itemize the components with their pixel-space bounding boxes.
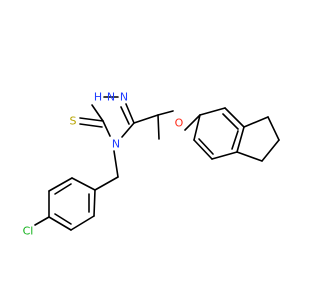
bond-ar-cl: [34, 216, 50, 226]
bond-ind6: [199, 107, 226, 116]
atom-n-ring-label: N: [120, 91, 128, 104]
bond-ind-inner2: [222, 113, 239, 130]
bond-cp4: [243, 116, 269, 128]
atom-h-label: H: [94, 91, 102, 104]
bond-cp3: [267, 116, 280, 141]
bond-c3-s-double: [79, 123, 103, 128]
bond-ar5: [48, 177, 73, 192]
atom-s-label: S: [70, 115, 77, 128]
bond-ch-o: [157, 110, 174, 116]
bond-ind5: [224, 107, 245, 128]
bond-c5-n4: [121, 122, 135, 138]
bond-c5-ch: [133, 114, 159, 124]
bond-ind3: [211, 151, 238, 160]
atom-nh-label: N: [107, 91, 115, 104]
bond-o-indane: [184, 114, 201, 131]
atom-n4-label: N: [112, 138, 120, 151]
bond-lines: [34, 96, 280, 231]
bond-ch2-aryl: [94, 176, 119, 191]
bond-ind4: [236, 126, 245, 153]
bond-cp2: [261, 139, 280, 162]
bond-ind-inner1: [198, 138, 214, 155]
atom-o-label: O: [175, 117, 184, 130]
bond-n4-c3: [102, 120, 111, 137]
bond-c3-s: [79, 117, 104, 122]
bond-n1-c5: [125, 103, 135, 124]
bond-n1-c5-double: [120, 106, 130, 125]
bond-ar3: [48, 216, 72, 231]
bond-ar1: [93, 189, 96, 217]
atom-labels: N H N N S O Cl: [23, 91, 184, 238]
bond-ar2: [70, 215, 95, 231]
bond-ar-inner2: [54, 213, 72, 225]
atom-cl-label: Cl: [23, 225, 34, 238]
bond-ar-inner3: [54, 183, 72, 195]
bond-cp1: [236, 151, 263, 162]
bond-ind1: [193, 114, 201, 141]
bond-ar6: [71, 177, 96, 191]
bond-ch-ch3: [157, 114, 160, 140]
bond-ind2: [193, 139, 213, 160]
bond-ind-inner3: [231, 130, 239, 150]
bond-c3-n2: [91, 104, 104, 122]
chemical-structure-diagram: N H N N S O Cl: [23, 91, 280, 238]
bond-n4-ch2: [113, 150, 119, 178]
